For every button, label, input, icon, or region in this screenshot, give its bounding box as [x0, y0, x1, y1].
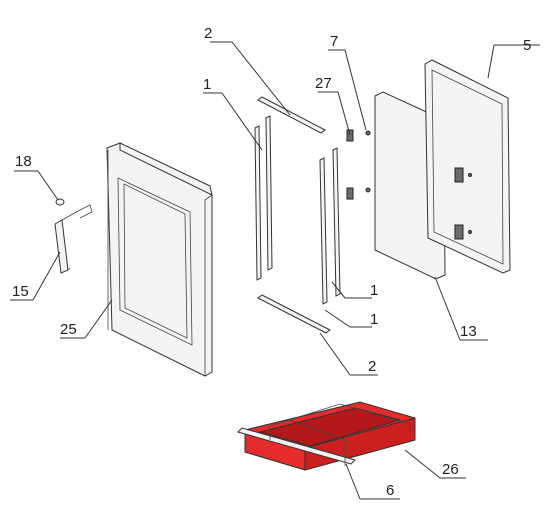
callout-labels: 2 7 5 1 27 18 15 25 1 1 13 2 26 6: [12, 25, 531, 499]
part-18-screw: [55, 198, 65, 206]
label-18: 18: [15, 153, 32, 170]
label-1-left: 1: [203, 76, 211, 93]
label-15: 15: [12, 283, 29, 300]
label-7: 7: [330, 33, 338, 50]
label-2-top: 2: [204, 25, 212, 42]
label-27: 27: [315, 75, 332, 92]
part-1-gasket-strips: [254, 115, 341, 305]
label-6: 6: [386, 482, 394, 499]
label-25: 25: [60, 321, 77, 338]
part-27-clips: [346, 129, 354, 200]
label-1-right-a: 1: [370, 282, 378, 299]
label-13: 13: [460, 323, 477, 340]
part-2-gasket-strips: [257, 96, 331, 334]
leader-lines: [10, 41, 540, 500]
part-6-handle: [237, 403, 411, 466]
label-2-bottom: 2: [368, 358, 376, 375]
label-1-right-b: 1: [370, 311, 378, 328]
label-26: 26: [442, 461, 459, 478]
part-25-door: [106, 142, 213, 377]
part-7-screws: [365, 130, 371, 193]
part-15-bracket: [54, 204, 93, 274]
label-5: 5: [523, 37, 531, 54]
part-5-frame: [424, 59, 511, 274]
